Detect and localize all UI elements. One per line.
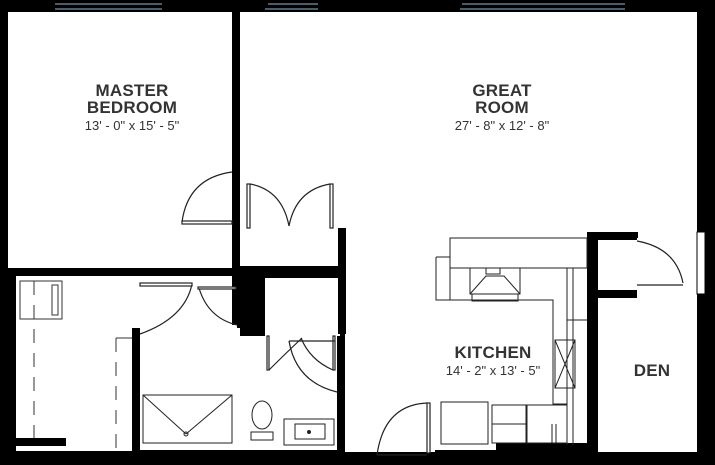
closet-fixture-icon xyxy=(16,280,132,450)
wall-bed-great xyxy=(232,12,240,172)
wall-bottom-kitchen xyxy=(496,443,588,453)
wall-den xyxy=(587,232,598,454)
wall-bath-right xyxy=(337,392,345,452)
bathroom-fixture-icon xyxy=(142,394,335,446)
door-swing-icon xyxy=(139,171,684,456)
room-label-kitchen: KITCHEN 14' - 2" x 13' - 5" xyxy=(413,344,573,377)
room-name: DEN xyxy=(633,361,671,380)
closet-floor xyxy=(16,276,132,451)
kitchen-counter-icon xyxy=(435,237,588,445)
room-name: ROOM xyxy=(475,98,529,117)
room-name: BEDROOM xyxy=(86,98,178,117)
wall-vestibule-bottom xyxy=(240,266,345,274)
room-name: MASTER xyxy=(95,81,169,100)
room-label-master-bedroom: MASTER BEDROOM 13' - 0" x 15' - 5" xyxy=(52,82,212,132)
great-room-floor xyxy=(240,12,697,240)
room-dimensions: 14' - 2" x 13' - 5" xyxy=(445,363,541,378)
wall-bath-left xyxy=(132,335,140,455)
window-icon xyxy=(55,3,625,10)
room-dimensions: 13' - 0" x 15' - 5" xyxy=(84,118,180,133)
master-bedroom-floor xyxy=(8,12,232,268)
wall-hall-top xyxy=(124,268,237,276)
bathroom-floor xyxy=(140,328,337,450)
room-label-great-room: GREAT ROOM 27' - 8" x 12' - 8" xyxy=(422,82,582,132)
wall-vestibule-right xyxy=(338,228,346,274)
wall-closet-top xyxy=(8,268,82,276)
wall-linen-left xyxy=(257,274,265,336)
linen-closet-floor xyxy=(265,278,340,336)
vestibule-floor xyxy=(240,228,338,266)
room-name: GREAT xyxy=(472,81,532,100)
room-name: KITCHEN xyxy=(454,343,532,362)
room-label-den: DEN xyxy=(607,362,697,379)
room-dimensions: 27' - 8" x 12' - 8" xyxy=(454,118,550,133)
